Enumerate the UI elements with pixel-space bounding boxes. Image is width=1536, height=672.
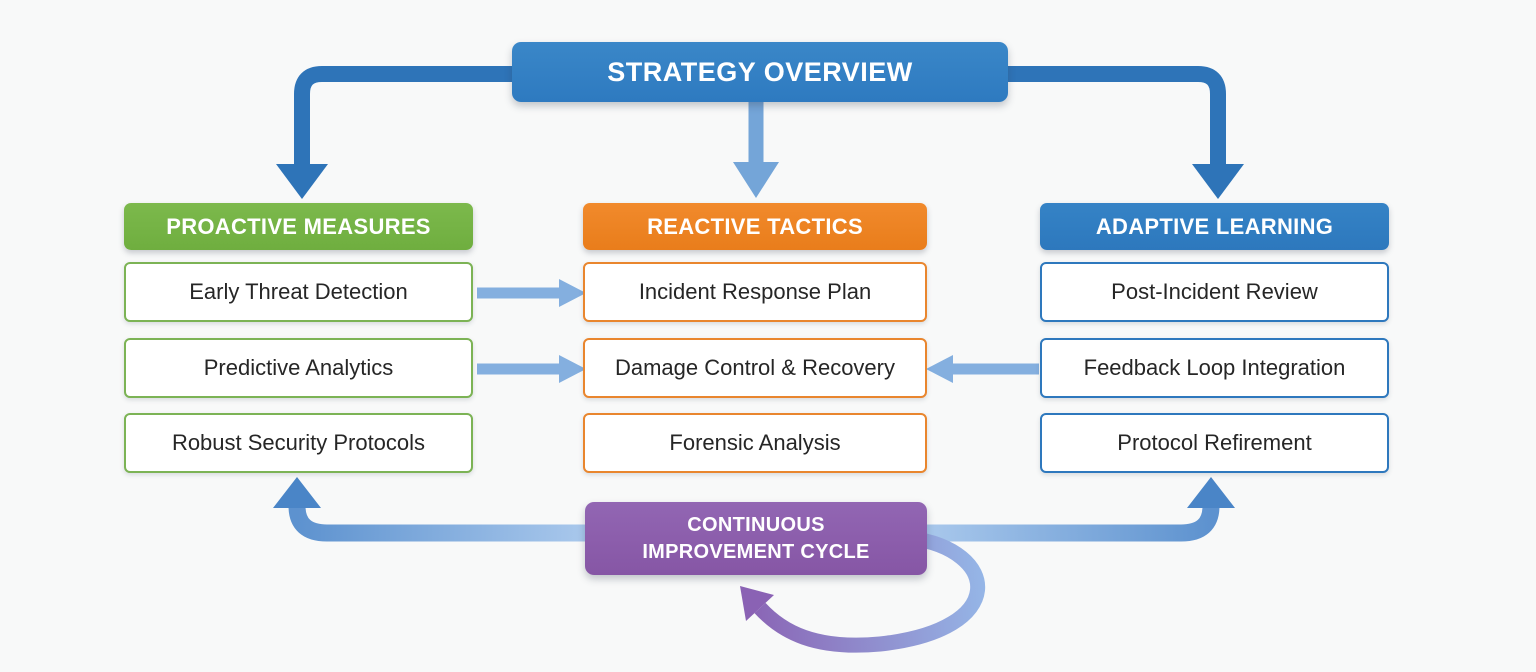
header-label: PROACTIVE MEASURES — [166, 213, 431, 239]
item-label: Predictive Analytics — [203, 355, 394, 380]
item-incident-response-plan: Incident Response Plan — [583, 262, 927, 322]
cycle-loop-arrow — [740, 530, 985, 653]
item-forensic-analysis: Forensic Analysis — [583, 413, 927, 473]
cycle-label-line1: CONTINUOUS — [687, 514, 825, 537]
item-label: Post-Incident Review — [1111, 279, 1318, 304]
cycle-label-line2: IMPROVEMENT CYCLE — [642, 540, 870, 563]
item-predictive-analytics: Predictive Analytics — [124, 338, 473, 398]
item-label: Early Threat Detection — [189, 279, 408, 304]
item-post-incident-review: Post-Incident Review — [1040, 262, 1389, 322]
arrow-feedback-to-damage-control — [926, 355, 1039, 383]
arrow-cycle-to-proactive — [273, 477, 586, 542]
item-damage-control-recovery: Damage Control & Recovery — [583, 338, 927, 398]
cycle-box-continuous-improvement: CONTINUOUS IMPROVEMENT CYCLE — [585, 502, 927, 575]
item-label: Forensic Analysis — [669, 430, 841, 455]
connector-strategy-to-adaptive — [1008, 66, 1244, 199]
header-reactive-tactics: REACTIVE TACTICS — [583, 203, 927, 250]
title-label: STRATEGY OVERVIEW — [607, 56, 913, 87]
arrow-analytics-to-damage-control — [477, 355, 586, 383]
item-label: Feedback Loop Integration — [1083, 355, 1346, 380]
arrow-detection-to-response — [477, 279, 586, 307]
header-label: ADAPTIVE LEARNING — [1095, 213, 1334, 239]
header-adaptive-learning: ADAPTIVE LEARNING — [1040, 203, 1389, 250]
item-label: Robust Security Protocols — [171, 430, 426, 455]
item-protocol-refirement: Protocol Refirement — [1040, 413, 1389, 473]
item-early-threat-detection: Early Threat Detection — [124, 262, 473, 322]
header-proactive-measures: PROACTIVE MEASURES — [124, 203, 473, 250]
connector-strategy-to-reactive — [733, 100, 779, 198]
header-label: REACTIVE TACTICS — [647, 213, 863, 239]
title-box-strategy-overview: STRATEGY OVERVIEW — [512, 42, 1008, 102]
arrow-cycle-to-adaptive — [926, 477, 1235, 542]
item-feedback-loop-integration: Feedback Loop Integration — [1040, 338, 1389, 398]
item-robust-security-protocols: Robust Security Protocols — [124, 413, 473, 473]
connector-strategy-to-proactive — [276, 66, 512, 199]
item-label: Incident Response Plan — [638, 279, 872, 304]
item-label: Damage Control & Recovery — [614, 355, 895, 380]
item-label: Protocol Refirement — [1117, 430, 1312, 455]
